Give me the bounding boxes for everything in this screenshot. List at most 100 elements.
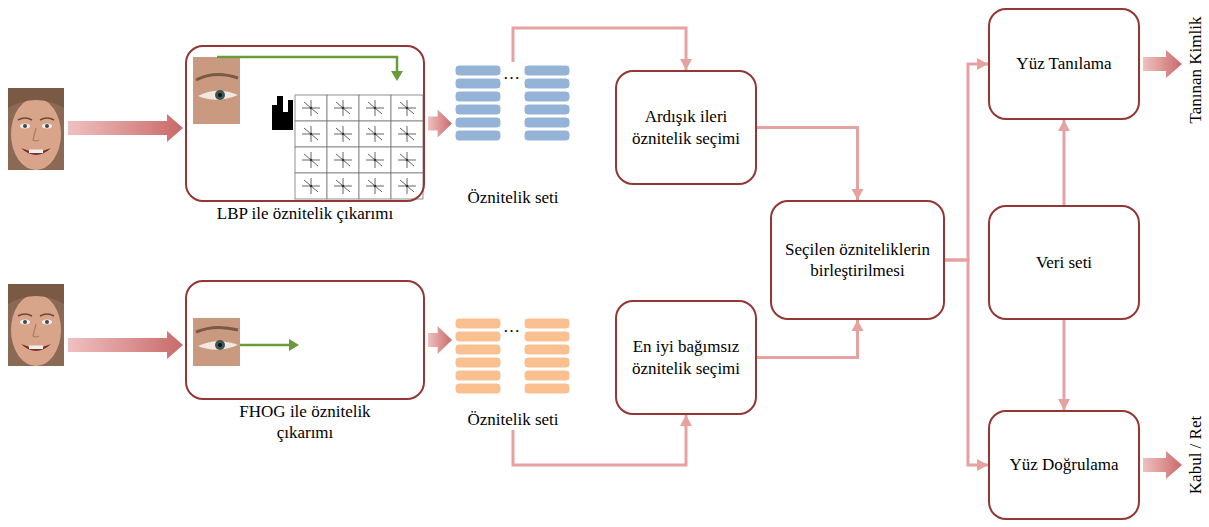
node-text: Yüz Doğrulama [1009, 454, 1118, 475]
block-arrow [68, 50, 1182, 479]
node-text: Yüz Tanılama [1016, 53, 1111, 74]
feature-stack [455, 370, 501, 381]
green-arrowhead [289, 339, 299, 351]
lbp-grid [391, 173, 423, 199]
lbp-grid [327, 173, 359, 199]
eye-crop [196, 327, 238, 332]
feature-stack [455, 78, 501, 89]
lbp-grid [327, 147, 359, 173]
feature-stack [524, 331, 570, 342]
connector [945, 58, 988, 260]
extraction-box: FHOG ile öznitelik çıkarımı [185, 280, 425, 400]
feature-stack [524, 357, 570, 368]
node-text: Öznitelik seti [443, 409, 583, 430]
histogram [283, 112, 288, 130]
feature-stack [524, 65, 570, 76]
connector-line [757, 128, 858, 201]
process-box: Yüz Doğrulama [988, 410, 1140, 520]
connector-line [1063, 120, 1066, 205]
lbp-grid [295, 95, 423, 199]
arrowhead [977, 459, 988, 471]
lbp-grid [391, 147, 423, 173]
eye-crop [193, 57, 240, 124]
connector [513, 28, 692, 70]
block-arrow-shape [428, 326, 452, 354]
feature-stack [524, 104, 570, 115]
arrowhead [852, 320, 864, 331]
feature-stack [455, 383, 501, 394]
connector-line [757, 320, 858, 358]
green-arrowhead [391, 71, 403, 81]
feature-stack [524, 117, 570, 128]
lbp-grid [295, 95, 327, 121]
connector [1058, 320, 1070, 410]
node-text: Ardışık ileri öznitelik seçimi [625, 106, 747, 149]
eye-crop [215, 340, 225, 350]
feature-stack [524, 370, 570, 381]
eye-crop [196, 74, 238, 80]
output-label: Tanınan Kimlik [1186, 17, 1206, 124]
process-box: Yüz Tanılama [988, 8, 1140, 120]
process-box: Seçilen özniteliklerin birleştirilmesi [770, 200, 945, 320]
feature-stack [455, 331, 501, 342]
lbp-grid [359, 173, 391, 199]
lbp-grid [295, 121, 327, 147]
feature-stack [455, 344, 501, 355]
eye-crop [215, 90, 225, 100]
connector [757, 320, 864, 358]
extraction-box: LBP ile öznitelik çıkarımı [185, 45, 425, 202]
process-box: En iyi bağımsız öznitelik seçimi [615, 300, 757, 415]
eye-crop [218, 343, 222, 347]
connector-line [1063, 320, 1066, 410]
node-text: Seçilen özniteliklerin birleştirilmesi [780, 239, 935, 282]
arrowhead [977, 58, 988, 70]
lbp-grid [359, 147, 391, 173]
node-text: FHOG ile öznitelik çıkarımı [210, 401, 400, 444]
ellipsis: … [503, 317, 520, 337]
arrowhead [852, 189, 864, 200]
arrowhead [1058, 399, 1070, 410]
eye-crop [198, 91, 238, 100]
connector-line [513, 28, 686, 70]
block-arrow [68, 114, 183, 142]
block-arrow [428, 326, 452, 354]
node-text: En iyi bağımsız öznitelik seçimi [625, 336, 747, 379]
feature-stack [455, 130, 501, 141]
block-arrow [1143, 50, 1182, 78]
lbp-grid [391, 95, 423, 121]
ellipsis: … [503, 64, 520, 84]
arrowhead [1058, 120, 1070, 131]
feature-set: Öznitelik seti [453, 62, 573, 208]
feature-stack [524, 130, 570, 141]
feature-stack [455, 357, 501, 368]
arrowhead [680, 415, 692, 426]
connector-line [945, 64, 988, 260]
feature-stack [524, 78, 570, 89]
histogram [272, 96, 293, 130]
histogram [272, 105, 277, 130]
green-arrow [217, 57, 397, 72]
block-arrow [68, 331, 183, 359]
block-arrow [1143, 451, 1182, 479]
connector-line [945, 260, 988, 465]
feature-stack [524, 383, 570, 394]
connector [757, 128, 864, 201]
feature-stack [455, 91, 501, 102]
feature-stack [524, 318, 570, 329]
connector [1058, 120, 1070, 205]
feature-stack [455, 318, 501, 329]
connector [945, 260, 988, 471]
feature-stack [455, 318, 570, 394]
data-box: Veri seti [988, 205, 1140, 320]
face-photo [8, 88, 64, 170]
lbp-grid [327, 121, 359, 147]
block-arrow-shape [428, 110, 452, 138]
process-box: Ardışık ileri öznitelik seçimi [615, 70, 757, 185]
lbp-grid [295, 173, 327, 199]
eye-crop [218, 93, 222, 97]
feature-stack [524, 344, 570, 355]
feature-stack [455, 117, 501, 128]
